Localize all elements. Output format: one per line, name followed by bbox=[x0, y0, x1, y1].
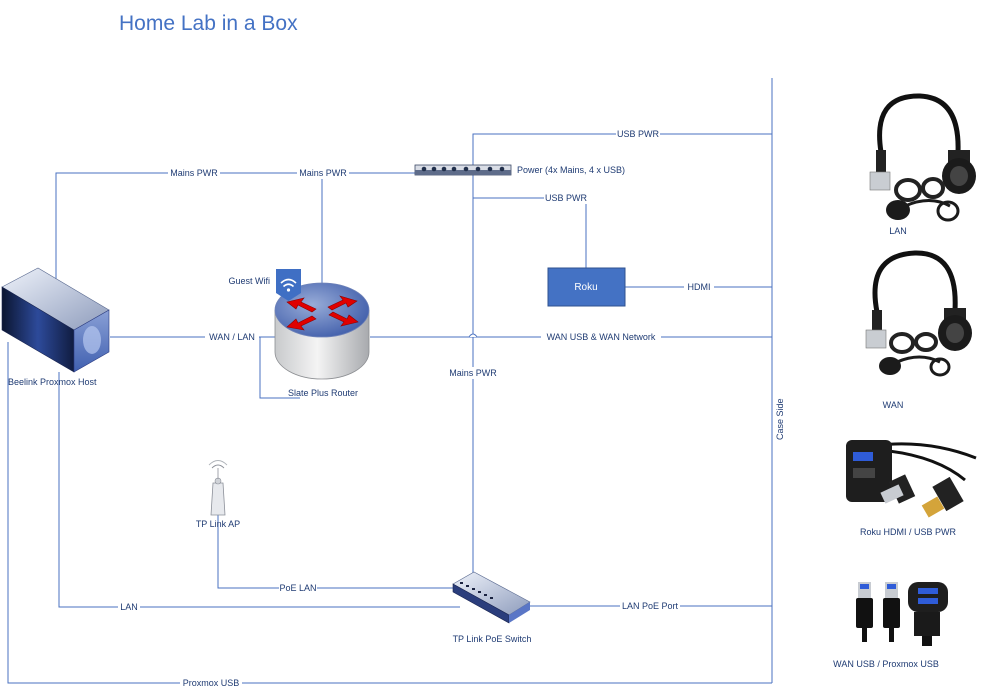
label-mains-pwr-host: Mains PWR bbox=[170, 168, 218, 178]
label-hdmi: HDMI bbox=[688, 282, 711, 292]
router-arrows-icon bbox=[286, 295, 359, 331]
label-port-lan: LAN bbox=[889, 226, 907, 236]
diagram-title: Home Lab in a Box bbox=[119, 12, 298, 35]
label-wan-usb-network: WAN USB & WAN Network bbox=[547, 332, 656, 342]
label-proxmox-usb: Proxmox USB bbox=[183, 678, 240, 688]
wire-poe-lan bbox=[217, 515, 460, 589]
wan-port-image bbox=[865, 250, 972, 377]
label-port-wan: WAN bbox=[883, 400, 904, 410]
wifi-icon bbox=[276, 269, 301, 301]
wan-usb-proxmox-image bbox=[856, 582, 948, 646]
label-power-strip: Power (4x Mains, 4 x USB) bbox=[517, 165, 625, 175]
label-beelink-host: Beelink Proxmox Host bbox=[8, 377, 97, 387]
wire-lan bbox=[58, 372, 460, 608]
label-mains-pwr-router: Mains PWR bbox=[299, 168, 347, 178]
label-router: Slate Plus Router bbox=[288, 388, 358, 398]
roku-box bbox=[547, 267, 626, 307]
lan-port-image bbox=[869, 93, 976, 222]
label-wan-lan: WAN / LAN bbox=[209, 332, 255, 342]
label-mains-pwr-switch: Mains PWR bbox=[449, 368, 497, 378]
label-usb-pwr-top: USB PWR bbox=[617, 129, 660, 139]
label-roku: Roku bbox=[574, 282, 597, 293]
label-lan: LAN bbox=[120, 602, 138, 612]
access-point-icon bbox=[208, 460, 228, 516]
label-port-roku-hdmi: Roku HDMI / USB PWR bbox=[860, 527, 957, 537]
poe-switch bbox=[452, 571, 531, 624]
wire-hop bbox=[468, 333, 478, 338]
roku-hdmi-usb-image bbox=[846, 440, 977, 518]
label-guest-wifi: Guest Wifi bbox=[228, 276, 270, 286]
slate-plus-router bbox=[274, 282, 370, 380]
wire-mains-host bbox=[55, 172, 415, 285]
wire-proxmox-usb bbox=[7, 342, 772, 684]
power-strip bbox=[414, 164, 512, 176]
wire-usb-pwr-top bbox=[472, 133, 772, 173]
label-port-wan-usb-proxmox: WAN USB / Proxmox USB bbox=[833, 659, 939, 669]
label-usb-pwr-roku: USB PWR bbox=[545, 193, 588, 203]
label-case-side: Case Side bbox=[775, 398, 785, 440]
label-poe-switch: TP Link PoE Switch bbox=[453, 634, 532, 644]
wire-router-loop bbox=[259, 337, 300, 399]
wire-usb-pwr-roku bbox=[473, 197, 587, 268]
label-poe-lan: PoE LAN bbox=[279, 583, 316, 593]
label-lan-poe-port: LAN PoE Port bbox=[622, 601, 679, 611]
label-tp-link-ap: TP Link AP bbox=[196, 519, 240, 529]
beelink-host bbox=[1, 267, 110, 373]
wires bbox=[7, 78, 773, 684]
